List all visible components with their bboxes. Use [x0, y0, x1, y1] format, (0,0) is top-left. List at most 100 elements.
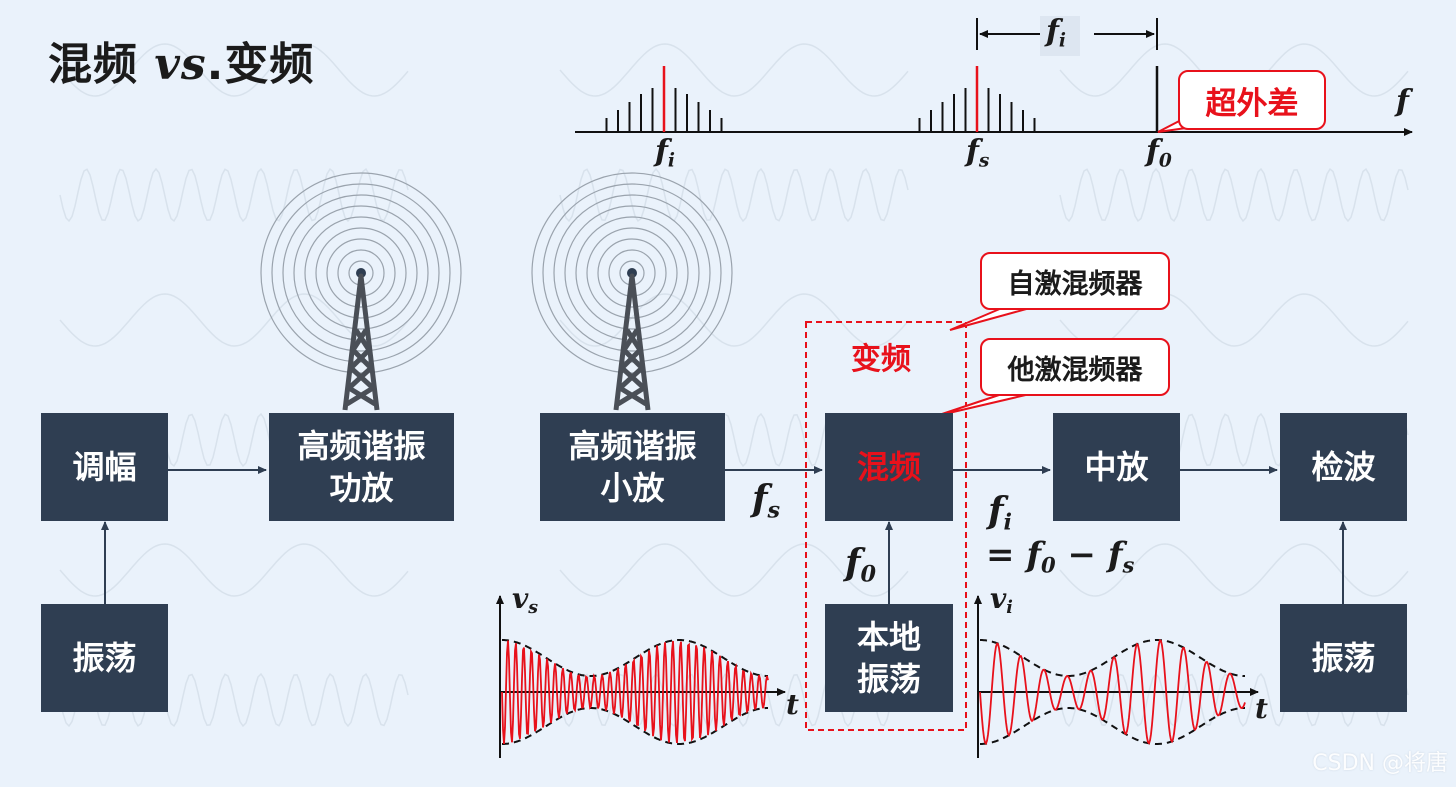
tower-lattice: [616, 328, 647, 407]
spectrum-axis-label: f: [1396, 84, 1409, 119]
radio-wave-ring: [271, 183, 451, 363]
radio-wave-ring: [575, 216, 689, 330]
radio-wave-ring: [531, 172, 733, 374]
label-fi-main: f: [988, 490, 1004, 532]
background-wave: [1059, 293, 1409, 347]
marker-f0: f0: [1146, 134, 1172, 172]
hf-small-amp-line1: 高频谐振: [568, 427, 697, 465]
vs-sub: s: [528, 598, 539, 619]
tower-lattice: [617, 328, 648, 407]
radio-wave-ring: [553, 194, 711, 352]
label-fs-sub: s: [767, 497, 781, 524]
hf-small-amp-line2: 小放: [600, 469, 665, 507]
label-f0-main: f: [845, 542, 861, 584]
radio-wave-ring: [304, 216, 418, 330]
tx-oscillator-block: 振荡: [41, 604, 168, 712]
envelope-lower: [980, 707, 1245, 745]
label-fi-equation: = f0 − fs: [986, 535, 1134, 577]
conversion-label: 变频: [851, 342, 911, 377]
wave-input-x-label: t: [786, 688, 799, 721]
mixer-block: 混频: [825, 413, 953, 521]
modulation-label: 调幅: [72, 448, 137, 486]
hf-power-amp-block: 高频谐振功放: [269, 413, 454, 521]
envelope-upper: [502, 639, 768, 677]
hf-small-amp-block: 高频谐振小放: [540, 413, 725, 521]
label-fs-main: f: [752, 478, 768, 520]
if-amp-block: 中放: [1053, 413, 1180, 521]
hf-power-amp-line1: 高频谐振: [297, 427, 426, 465]
spacing-label: fi: [1046, 14, 1066, 52]
background-wave: [1059, 167, 1409, 223]
radio-wave-ring: [315, 227, 407, 319]
local-osc-line2: 振荡: [856, 660, 921, 698]
eq-a-sub: 0: [1040, 552, 1056, 578]
vi-sub: i: [1006, 598, 1013, 619]
spacing-label-bg: [1040, 16, 1080, 56]
marker-f0-main: f: [1146, 134, 1159, 169]
title-prefix: 混频: [48, 39, 155, 90]
wave-output-y-label: vi: [990, 582, 1013, 618]
label-f0-sub: 0: [860, 561, 877, 588]
frequency-conversion-region: [805, 321, 967, 731]
input-am-waveform: [501, 639, 769, 745]
callout-separately-excited-mixer: 他激混频器: [980, 338, 1170, 396]
eq-b-sub: s: [1122, 552, 1135, 578]
page-title: 混频 vs.变频: [48, 28, 314, 92]
radio-wave-ring: [282, 194, 440, 352]
wave-input-y-label: vs: [512, 582, 538, 618]
vi-main: v: [990, 582, 1007, 615]
marker-fs-sub: s: [978, 150, 990, 172]
local-oscillator-block: 本地振荡: [825, 604, 953, 712]
eq-b: f: [1107, 535, 1123, 575]
mixer-label: 混频: [856, 448, 921, 486]
envelope-lower: [502, 707, 768, 745]
watermark: CSDN @将唐: [1312, 751, 1448, 776]
marker-fs-main: f: [966, 134, 979, 169]
spacing-label-sub: i: [1058, 30, 1066, 52]
local-osc-line1: 本地: [856, 618, 921, 656]
marker-f0-sub: 0: [1158, 150, 1172, 172]
callout-pointer-self: [949, 307, 1031, 331]
radio-wave-ring: [542, 183, 722, 363]
marker-fi-main: f: [655, 134, 668, 169]
tx-oscillator-label: 振荡: [72, 639, 137, 677]
marker-fi-sub: i: [667, 150, 675, 172]
if-amp-label: 中放: [1084, 448, 1149, 486]
background-wave: [59, 293, 409, 347]
detector-label: 检波: [1311, 448, 1376, 486]
radio-wave-ring: [597, 238, 667, 308]
radio-wave-ring: [326, 238, 396, 308]
background-waves: [59, 43, 1409, 728]
tower-tip: [627, 268, 637, 278]
tower-lattice: [346, 328, 377, 407]
background-wave: [1059, 543, 1409, 597]
eq-sign: =: [986, 535, 1027, 575]
label-fi: fi: [988, 490, 1012, 536]
rx-oscillator-label: 振荡: [1311, 639, 1376, 677]
background-wave: [59, 43, 409, 97]
spacing-label-main: f: [1046, 14, 1059, 49]
eq-minus: −: [1055, 535, 1108, 575]
marker-fs: fs: [966, 134, 989, 172]
title-suffix: .变频: [206, 39, 315, 90]
carrier-signal: [501, 640, 769, 744]
antenna-tower-icon: [531, 172, 733, 411]
label-fs: fs: [752, 478, 780, 524]
background-wave: [559, 543, 909, 597]
antenna-tower-icon: [260, 172, 462, 411]
marker-fi: fi: [655, 134, 675, 172]
carrier-signal: [979, 639, 1246, 746]
callout-self-excited-mixer: 自激混频器: [980, 252, 1170, 310]
background-wave: [559, 43, 909, 97]
tower-lattice: [345, 328, 376, 407]
detector-block: 检波: [1280, 413, 1407, 521]
background-wave: [559, 293, 909, 347]
radio-wave-ring: [260, 172, 462, 374]
eq-a: f: [1026, 535, 1041, 575]
label-fi-sub: i: [1003, 509, 1012, 536]
title-vs: vs: [154, 39, 207, 90]
label-f0: f0: [845, 542, 876, 588]
spectrum-lines: [605, 66, 1159, 132]
rx-oscillator-block: 振荡: [1280, 604, 1407, 712]
